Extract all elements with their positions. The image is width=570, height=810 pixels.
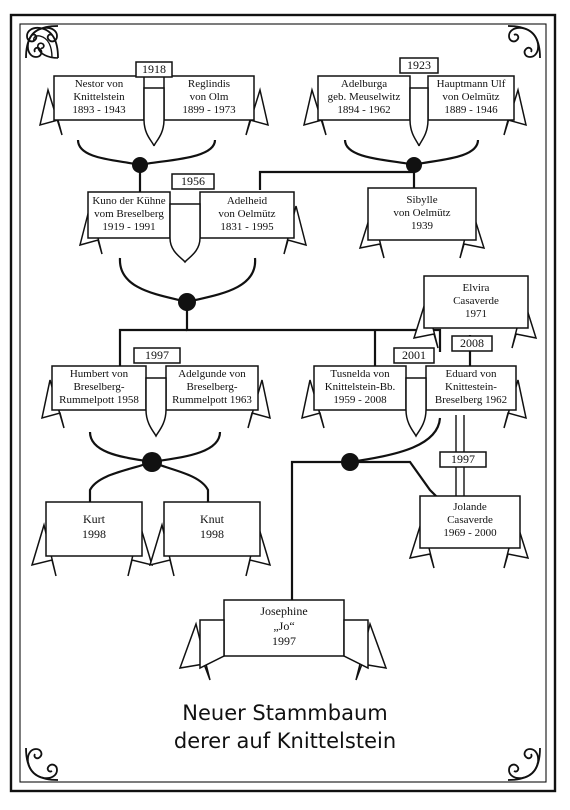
person-dates: 1919 - 1991	[102, 221, 156, 233]
couple-banner-tusnelda-eduard	[301, 335, 527, 438]
couple-banner-humbert-adelgunde	[41, 347, 271, 438]
person-line: vom Breselberg	[94, 208, 164, 220]
person-dates: 1998	[82, 527, 106, 541]
person-jolande: Jolande Casaverde 1969 - 2000	[420, 501, 520, 540]
person-adelgunde: Adelgunde von Breselberg- Rummelpott 196…	[166, 368, 258, 407]
banner-knut	[148, 501, 272, 577]
person-knut: Knut 1998	[164, 512, 260, 542]
person-line: Jolande	[453, 501, 487, 513]
person-line: von Olm	[189, 91, 229, 103]
person-line: Knittestein-	[445, 381, 497, 393]
banner-kurt	[30, 501, 154, 577]
marriage-node	[132, 157, 148, 173]
corner-ornament-tl	[25, 25, 59, 59]
person-dates: 1969 - 2000	[443, 527, 497, 539]
person-nickname: „Jo“	[273, 619, 295, 633]
outer-border	[9, 13, 557, 793]
person-line: geb. Meuselwitz	[327, 91, 401, 103]
person-elvira: Elvira Casaverde 1971	[424, 282, 528, 321]
marriage-node	[178, 293, 196, 311]
person-dates: 1894 - 1962	[337, 104, 391, 116]
person-line: Kuno der Kühne	[92, 195, 166, 207]
marriage-year-1918: 1918	[142, 62, 166, 76]
person-nestor: Nestor von Knittelstein 1893 - 1943	[54, 78, 144, 117]
person-line: Adelgunde von	[178, 368, 246, 380]
person-kurt: Kurt 1998	[46, 512, 142, 542]
marriage-year-1956: 1956	[181, 174, 205, 188]
corner-ornament-top-left	[26, 26, 59, 59]
person-dates: 1959 - 2008	[333, 394, 387, 406]
person-adelburga: Adelburga geb. Meuselwitz 1894 - 1962	[318, 78, 410, 117]
person-line: Knut	[200, 512, 224, 526]
couple-banner-nestor-reglindis	[38, 61, 270, 147]
person-eduard: Eduard von Knittestein- Breselberg 1962	[426, 368, 516, 407]
person-line: Knittelstein	[73, 91, 125, 103]
marriage-year-1923: 1923	[407, 58, 431, 72]
person-line: Adelheid	[226, 195, 268, 207]
person-ulf: Hauptmann Ulf von Oelmütz 1889 - 1946	[428, 78, 514, 117]
inner-border	[19, 23, 547, 783]
marriage-year-2008: 2008	[460, 336, 484, 350]
person-dates: 1889 - 1946	[444, 104, 498, 116]
person-dates: 1831 - 1995	[220, 221, 274, 233]
person-humbert: Humbert von Breselberg- Rummelpott 1958	[52, 368, 146, 407]
person-line: Casaverde	[453, 295, 499, 307]
person-tusnelda: Tusnelda von Knittelstein-Bb. 1959 - 200…	[314, 368, 406, 407]
person-line: Reglindis	[187, 78, 231, 90]
marriage-year-2001: 2001	[402, 348, 426, 362]
person-line: Adelburga	[340, 78, 388, 90]
person-line: Nestor von	[74, 78, 124, 90]
person-dates: Breselberg 1962	[434, 394, 508, 406]
person-sibylle: Sibylle von Oelmütz 1939	[368, 194, 476, 233]
marriage-node	[406, 157, 422, 173]
corner-ornament-tr	[507, 25, 541, 59]
banner-jolande	[408, 451, 530, 569]
page-subtitle: derer auf Knittelstein	[173, 729, 397, 753]
person-line: Breselberg-	[73, 381, 125, 393]
person-line: Breselberg-	[186, 381, 238, 393]
person-dates: 1899 - 1973	[182, 104, 236, 116]
person-dates: 1939	[411, 220, 433, 232]
person-line: Eduard von	[445, 368, 497, 380]
banner-sibylle	[358, 187, 486, 259]
person-line: Hauptmann Ulf	[436, 78, 506, 90]
person-line: Kurt	[83, 512, 105, 526]
person-reglindis: Reglindis von Olm 1899 - 1973	[164, 78, 254, 117]
person-dates: 1893 - 1943	[72, 104, 126, 116]
banner-elvira	[412, 275, 538, 349]
person-line: Casaverde	[447, 514, 493, 526]
person-line: von Oelmütz	[393, 207, 451, 219]
person-line: Elvira	[462, 282, 490, 294]
marriage-node	[341, 453, 359, 471]
couple-banner-adelburga-ulf	[302, 57, 528, 147]
person-dates: 1997	[272, 634, 296, 648]
person-line: von Oelmütz	[442, 91, 500, 103]
couple-banner-kuno-adelheid	[78, 173, 308, 264]
person-dates: 1971	[465, 308, 487, 320]
marriage-year-1997-b: 1997	[451, 452, 475, 466]
person-line: Sibylle	[406, 194, 438, 206]
person-line: von Oelmütz	[218, 208, 276, 220]
person-line: Tusnelda von	[330, 368, 390, 380]
corner-ornament-bl	[25, 747, 59, 781]
person-line: Humbert von	[69, 368, 129, 380]
person-kuno: Kuno der Kühne vom Breselberg 1919 - 199…	[88, 195, 170, 234]
banner-josephine	[178, 599, 388, 681]
marriage-node	[142, 452, 162, 472]
person-line: Josephine	[260, 604, 308, 618]
page-title: Neuer Stammbaum	[182, 701, 388, 725]
person-dates: Rummelpott 1963	[172, 394, 252, 406]
person-line: Knittelstein-Bb.	[324, 381, 396, 393]
marriage-year-1997: 1997	[145, 348, 169, 362]
person-adelheid: Adelheid von Oelmütz 1831 - 1995	[200, 195, 294, 234]
person-dates: Rummelpott 1958	[59, 394, 139, 406]
corner-ornament-br	[507, 747, 541, 781]
person-dates: 1998	[200, 527, 224, 541]
person-josephine: Josephine „Jo“ 1997	[224, 604, 344, 649]
